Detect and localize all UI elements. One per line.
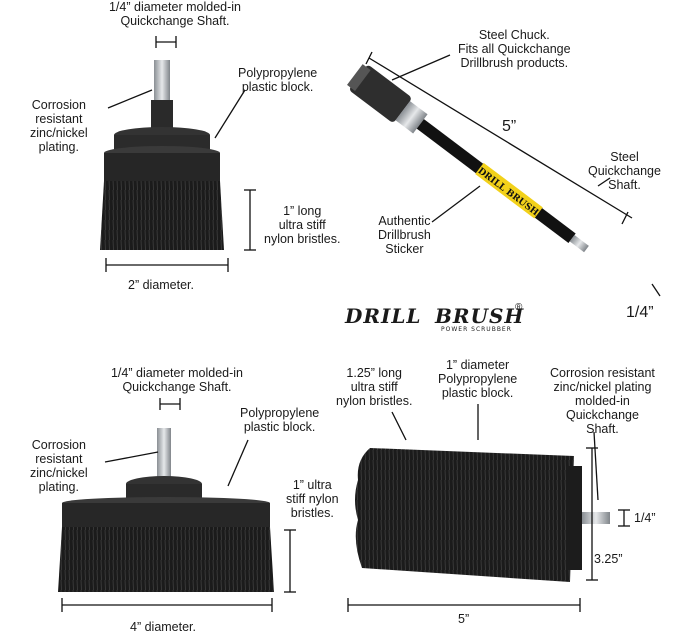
tr-sticker-label: Authentic Drillbrush Sticker [378, 214, 431, 256]
small-flat-brush [100, 60, 224, 250]
bl-block-label: Polypropylene plastic block. [240, 406, 320, 434]
br-length-label: 5” [458, 612, 470, 626]
br-height-label: 3.25” [594, 552, 623, 566]
tl-shaft-label: 1/4” diameter molded-in Quickchange Shaf… [108, 0, 241, 28]
bl-bristles-label: 1” ultra stiff nylon bristles. [286, 478, 339, 520]
large-flat-brush [58, 428, 274, 592]
br-block-label: 1” diameter Polypropylene plastic block. [438, 358, 518, 400]
tl-plating-label: Corrosion resistant zinc/nickel plating. [30, 98, 88, 154]
bristles [355, 448, 574, 582]
br-plating-label: Corrosion resistant zinc/nickel plating … [550, 366, 655, 436]
tr-length-label: 5” [502, 118, 517, 135]
bristles [100, 181, 224, 250]
tr-quarter-label: 1/4” [626, 304, 654, 321]
tl-diameter-label: 2” diameter. [128, 278, 195, 292]
hex-shaft [582, 512, 610, 524]
steel-chuck [350, 65, 411, 122]
tr-shaft-label: Steel Quickchange Shaft. [588, 150, 661, 192]
bl-plating-label: Corrosion resistant zinc/nickel plating. [30, 438, 88, 494]
bristles [58, 527, 274, 592]
bl-diameter-label: 4” diameter. [130, 620, 197, 634]
round-bristle-brush [355, 448, 610, 582]
tl-block-label: Polypropylene plastic block. [238, 66, 318, 94]
br-bristles-label: 1.25” long ultra stiff nylon bristles. [336, 366, 413, 408]
br-quarter-label: 1/4” [634, 511, 656, 525]
sticker-text: DRILL BRUSH [476, 166, 541, 218]
plastic-block [62, 503, 270, 527]
drillbrush-logo: DRILL BRUSH POWER SCRUBBER ® [345, 302, 525, 333]
drillbrush-sticker [475, 162, 543, 219]
bl-shaft-label: 1/4” diameter molded-in Quickchange Shaf… [110, 366, 243, 394]
hex-shaft [154, 60, 170, 108]
tl-bristles-label: 1” long ultra stiff nylon bristles. [264, 204, 341, 246]
tr-chuck-label: Steel Chuck. Fits all Quickchange Drillb… [458, 28, 571, 70]
